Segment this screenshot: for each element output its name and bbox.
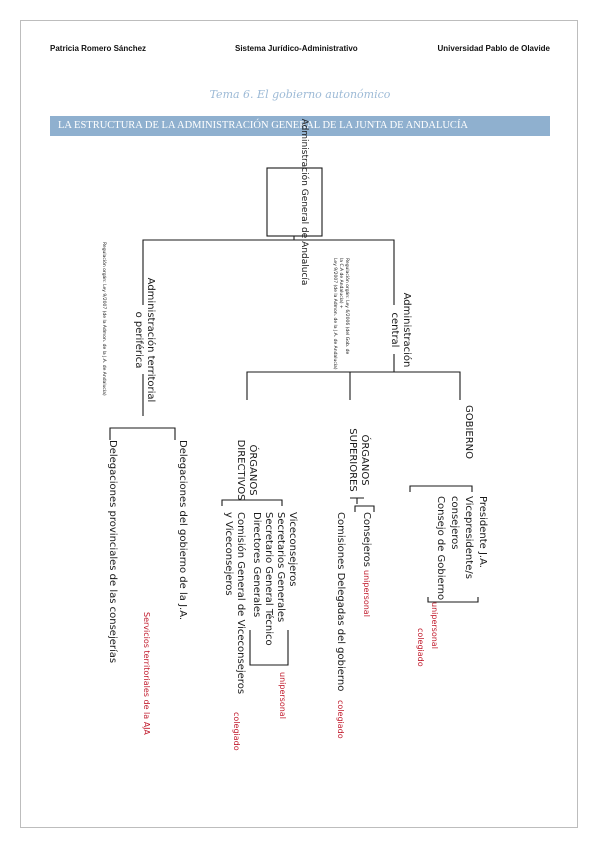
gobierno-item-vicepresidente: Vicepresidente/s <box>463 496 474 579</box>
delegaciones-gobierno: Delegaciones del gobierno de la J.A. <box>177 440 188 620</box>
superiores-tag-colegiado: colegiado <box>336 700 345 739</box>
territorial-item-2: Delegaciones provinciales de las conseje… <box>107 440 119 663</box>
directivos-label-2: DIRECTIVOS <box>235 440 246 501</box>
territorial-item-1: Delegaciones del gobierno de la J.A. <box>177 440 188 620</box>
central-note-line-3: Ley 9/2007 (de la Admon. de la J.A. de A… <box>332 258 339 370</box>
svg-text:colegiado: colegiado <box>336 700 345 739</box>
gobierno-item-consejo: Consejo de Gobierno <box>435 496 446 600</box>
central-node: Administración central <box>389 293 413 368</box>
directivos-item-secretario-tecnico: Secretario General Técnico <box>263 512 275 646</box>
svg-text:unipersonal: unipersonal <box>278 672 287 719</box>
directivos-tag-unipersonal: unipersonal <box>278 672 287 719</box>
superiores-node: ÓRGANOS SUPERIORES <box>347 428 372 491</box>
directivos-node: ÓRGANOS DIRECTIVOS <box>235 440 260 501</box>
superiores-label-1: ÓRGANOS <box>359 434 372 485</box>
svg-text:colegiado: colegiado <box>416 628 425 667</box>
delegaciones-provinciales: Delegaciones provinciales de las conseje… <box>107 440 119 663</box>
directivos-item-y-viceconsejeros: y Viceconsejeros <box>223 512 234 596</box>
servicios-territoriales: Servicios territoriales de la AJA <box>142 612 151 735</box>
section-banner: LA ESTRUCTURA DE LA ADMINISTRACIÓN GENER… <box>50 116 550 136</box>
periferica-label-2: o periférica <box>133 312 145 369</box>
header-course: Sistema Jurídico-Administrativo <box>235 44 358 53</box>
periferica-label: Administración territorial <box>145 278 157 403</box>
periferica-note-text: Regulación orgán: Ley 9/2007 (de la Admo… <box>101 242 108 396</box>
root-box <box>266 167 323 237</box>
gobierno-label: GOBIERNO <box>463 405 474 459</box>
gobierno-tag-unipersonal: unipersonal <box>430 602 439 649</box>
gobierno-node: GOBIERNO <box>463 405 474 459</box>
svg-text:unipersonal: unipersonal <box>430 602 439 649</box>
root-label: Administración General de Andalucía <box>299 119 310 286</box>
gobierno-tag-colegiado: colegiado <box>416 628 425 667</box>
territorial-tag: Servicios territoriales de la AJA <box>142 612 151 735</box>
gobierno-item-presidente: Presidente J.A. <box>477 496 488 568</box>
central-label: Administración <box>401 293 413 368</box>
central-label-2: central <box>389 313 400 348</box>
central-note-line-2: la C.A de Andalucía) + <box>338 258 345 309</box>
gobierno-item-consejeros: consejeros <box>449 496 460 549</box>
superiores-label-2: SUPERIORES <box>347 428 358 491</box>
root-node: Administración General de Andalucía <box>299 119 310 286</box>
svg-text:unipersonal: unipersonal <box>362 570 371 617</box>
directivos-item-secretarios: Secretarios Generales <box>275 512 286 622</box>
header-author: Patricia Romero Sánchez <box>50 44 147 53</box>
directivos-item-directores: Directores Generales <box>251 512 262 617</box>
svg-text:colegiado: colegiado <box>232 712 241 751</box>
superiores-items: Consejeros Comisiones Delegadas del gobi… <box>335 512 372 691</box>
superiores-item-comisiones: Comisiones Delegadas del gobierno <box>335 512 346 691</box>
central-note: Regulación orgán: Ley 6/2006 (del Gob. d… <box>332 258 351 370</box>
directivos-label-1: ÓRGANOS <box>247 444 260 495</box>
directivos-tag-colegiado: colegiado <box>232 712 241 751</box>
periferica-node: Administración territorial o periférica <box>133 278 157 403</box>
header-university: Universidad Pablo de Olavide <box>437 44 550 53</box>
topic-title: Tema 6. El gobierno autonómico <box>209 88 391 101</box>
page-frame <box>20 20 578 828</box>
directivos-items: Viceconsejeros Secretarios Generales Sec… <box>223 512 298 694</box>
directivos-item-comision: Comisión General de Viceconsejeros <box>235 512 247 694</box>
superiores-tag-unipersonal: unipersonal <box>362 570 371 617</box>
central-note-line-1: Regulación orgán: Ley 6/2006 (del Gob. d… <box>344 258 351 355</box>
gobierno-items: Presidente J.A. Vicepresidente/s conseje… <box>435 496 488 600</box>
superiores-item-consejeros: Consejeros <box>361 512 372 567</box>
periferica-note: Regulación orgán: Ley 9/2007 (de la Admo… <box>101 242 108 396</box>
directivos-item-viceconsejeros: Viceconsejeros <box>287 512 298 587</box>
